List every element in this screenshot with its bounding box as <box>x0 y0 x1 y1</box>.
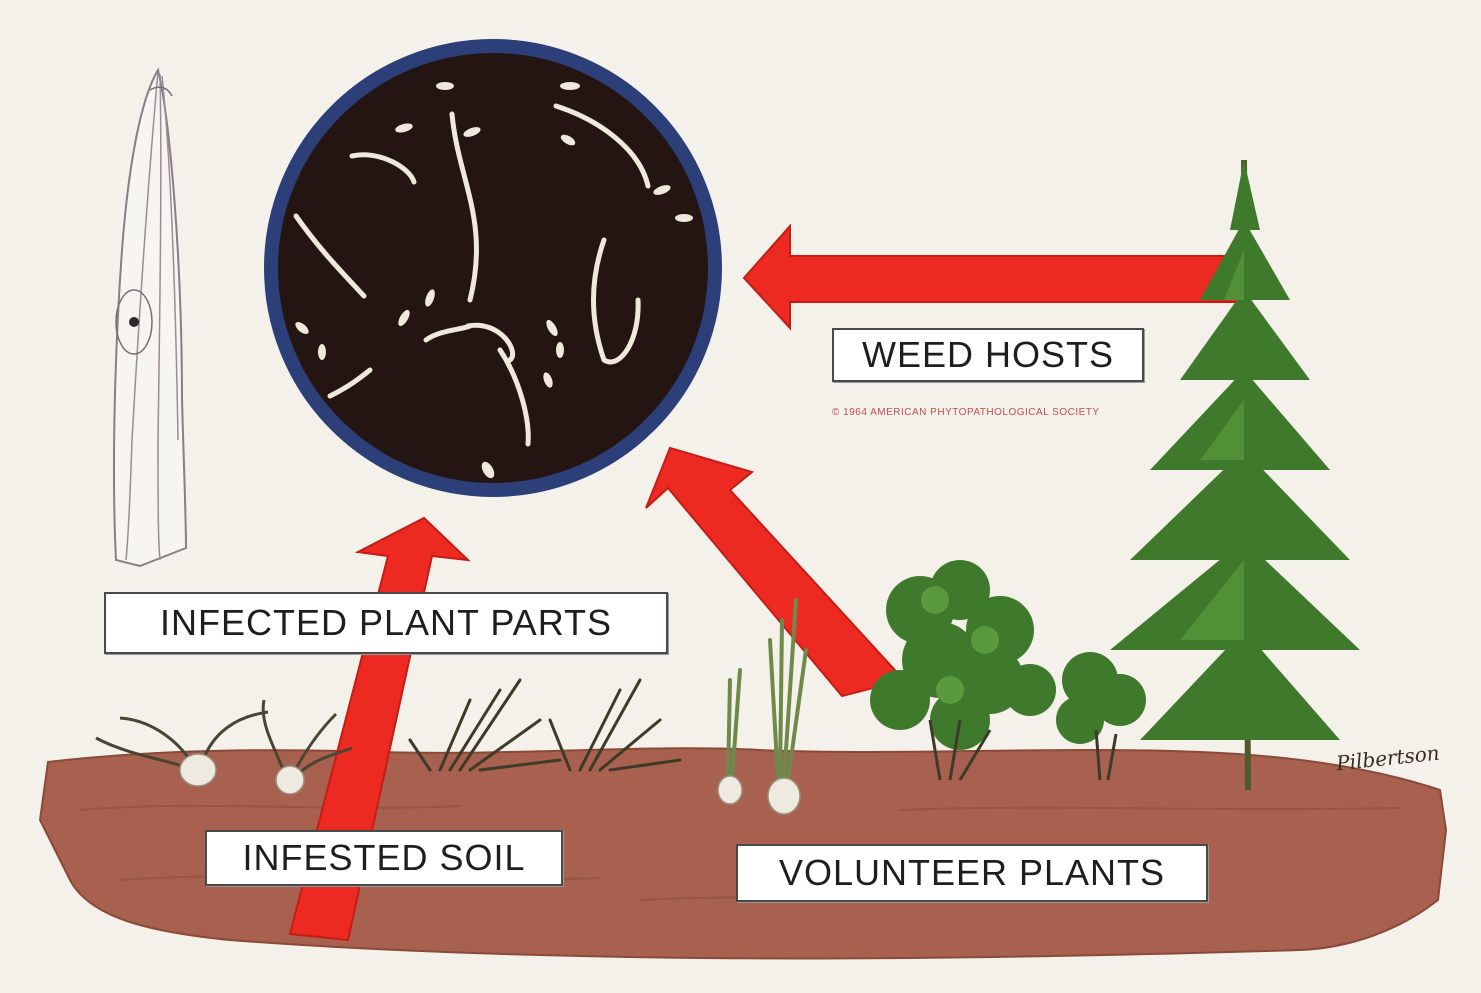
volunteer-onion-seedlings <box>717 598 808 815</box>
nematode-microscope-view <box>264 39 722 497</box>
infected-leaf-drawing <box>113 67 188 568</box>
label-weed-hosts: WEED HOSTS <box>832 328 1144 382</box>
copyright-notice: © 1964 AMERICAN PHYTOPATHOLOGICAL SOCIET… <box>832 407 1100 418</box>
label-volunteer-plants: VOLUNTEER PLANTS <box>736 844 1208 902</box>
grass-tufts <box>408 678 682 772</box>
arrow-from-weed-hosts <box>742 223 1241 331</box>
broadleaf-weeds <box>870 560 1146 781</box>
label-infected-plant-parts: INFECTED PLANT PARTS <box>104 592 668 654</box>
infected-onion-plants <box>95 699 353 795</box>
label-infested-soil: INFESTED SOIL <box>205 830 563 886</box>
tall-weed-host <box>1110 159 1360 791</box>
arrow-from-volunteer-plants <box>645 446 906 698</box>
